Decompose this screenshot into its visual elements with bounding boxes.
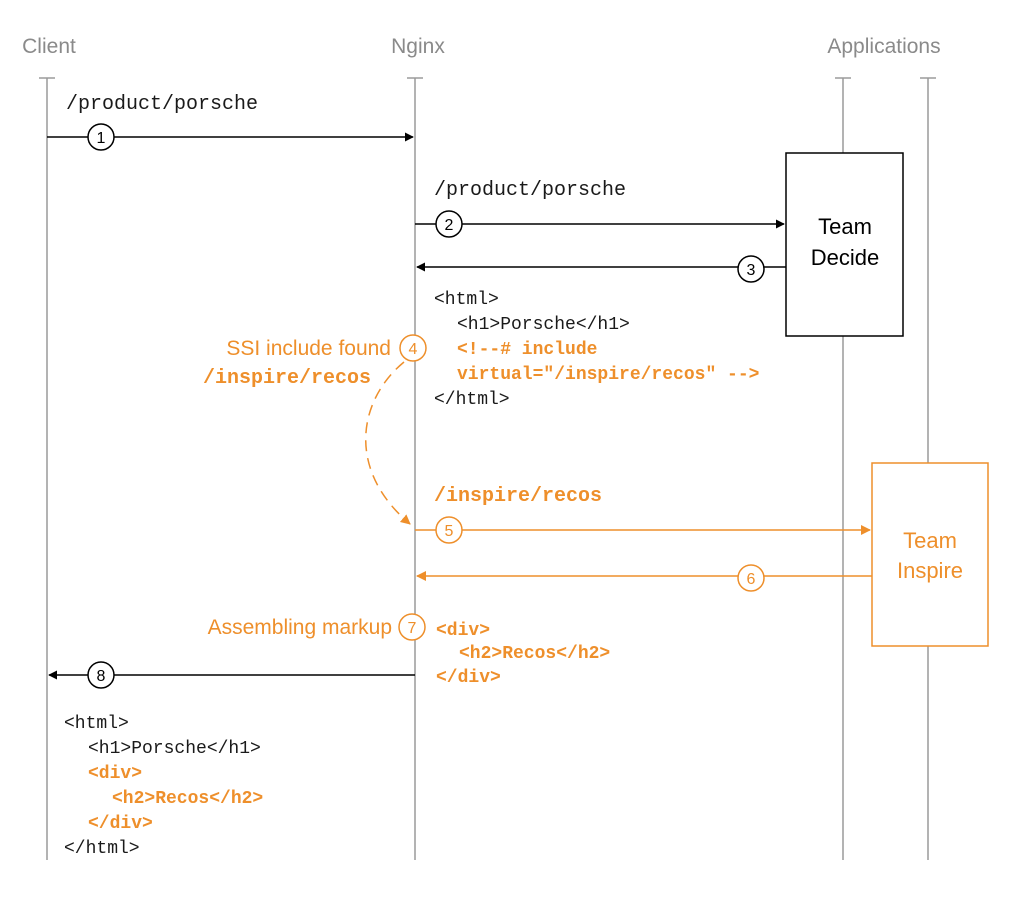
header-client: Client <box>22 35 76 58</box>
step-number-8: 8 <box>97 668 106 685</box>
step-badge-6 <box>737 564 765 592</box>
final-response-line-4: <h2>Recos</h2> <box>112 789 263 809</box>
ssi-dashed-arrow <box>365 361 411 525</box>
final-response-line-1: <html> <box>64 714 129 734</box>
team-decide-label-1: Team <box>818 214 872 239</box>
team-inspire-box <box>871 462 989 647</box>
team-inspire-label-1: Team <box>903 528 957 553</box>
decide-response-line-1: <html> <box>434 290 499 310</box>
header-nginx: Nginx <box>391 35 445 58</box>
final-response-line-2: <h1>Porsche</h1> <box>88 739 261 759</box>
step-badge-8 <box>87 661 115 689</box>
assembling-markup-note: Assembling markup <box>208 616 392 639</box>
inspire-response-line-2: <h2>Recos</h2> <box>459 644 610 664</box>
step-badge-1 <box>87 123 115 151</box>
decide-response-line-5: </html> <box>434 390 510 410</box>
step-number-7: 7 <box>408 620 417 637</box>
step-number-2: 2 <box>445 217 454 234</box>
request-path-decide: /product/porsche <box>434 179 626 202</box>
final-response-line-3: <div> <box>88 764 142 784</box>
request-path-client: /product/porsche <box>66 93 258 116</box>
team-decide-box <box>785 152 904 337</box>
inspire-response-line-3: </div> <box>436 668 501 688</box>
step-badge-3 <box>737 255 765 283</box>
final-response-line-5: </div> <box>88 814 153 834</box>
team-decide-label-2: Decide <box>811 245 879 270</box>
team-inspire-label-2: Inspire <box>897 558 963 583</box>
step-badge-4 <box>399 334 427 362</box>
inspire-response-line-1: <div> <box>436 621 490 641</box>
step-badge-5 <box>435 516 463 544</box>
decide-response-line-2: <h1>Porsche</h1> <box>457 315 630 335</box>
step-badge-7 <box>398 613 426 641</box>
ssi-found-path: /inspire/recos <box>203 367 371 390</box>
header-applications: Applications <box>827 35 940 58</box>
decide-response-ssi-line-2: virtual="/inspire/recos" --> <box>457 365 759 385</box>
step-number-4: 4 <box>409 341 418 358</box>
step-number-5: 5 <box>445 523 454 540</box>
decide-response-ssi-line-1: <!--# include <box>457 340 597 360</box>
step-number-3: 3 <box>747 262 756 279</box>
request-path-inspire: /inspire/recos <box>434 485 602 508</box>
step-number-6: 6 <box>747 571 756 588</box>
step-number-1: 1 <box>97 130 106 147</box>
ssi-found-note: SSI include found <box>226 337 391 360</box>
step-badge-2 <box>435 210 463 238</box>
final-response-line-6: </html> <box>64 839 140 859</box>
